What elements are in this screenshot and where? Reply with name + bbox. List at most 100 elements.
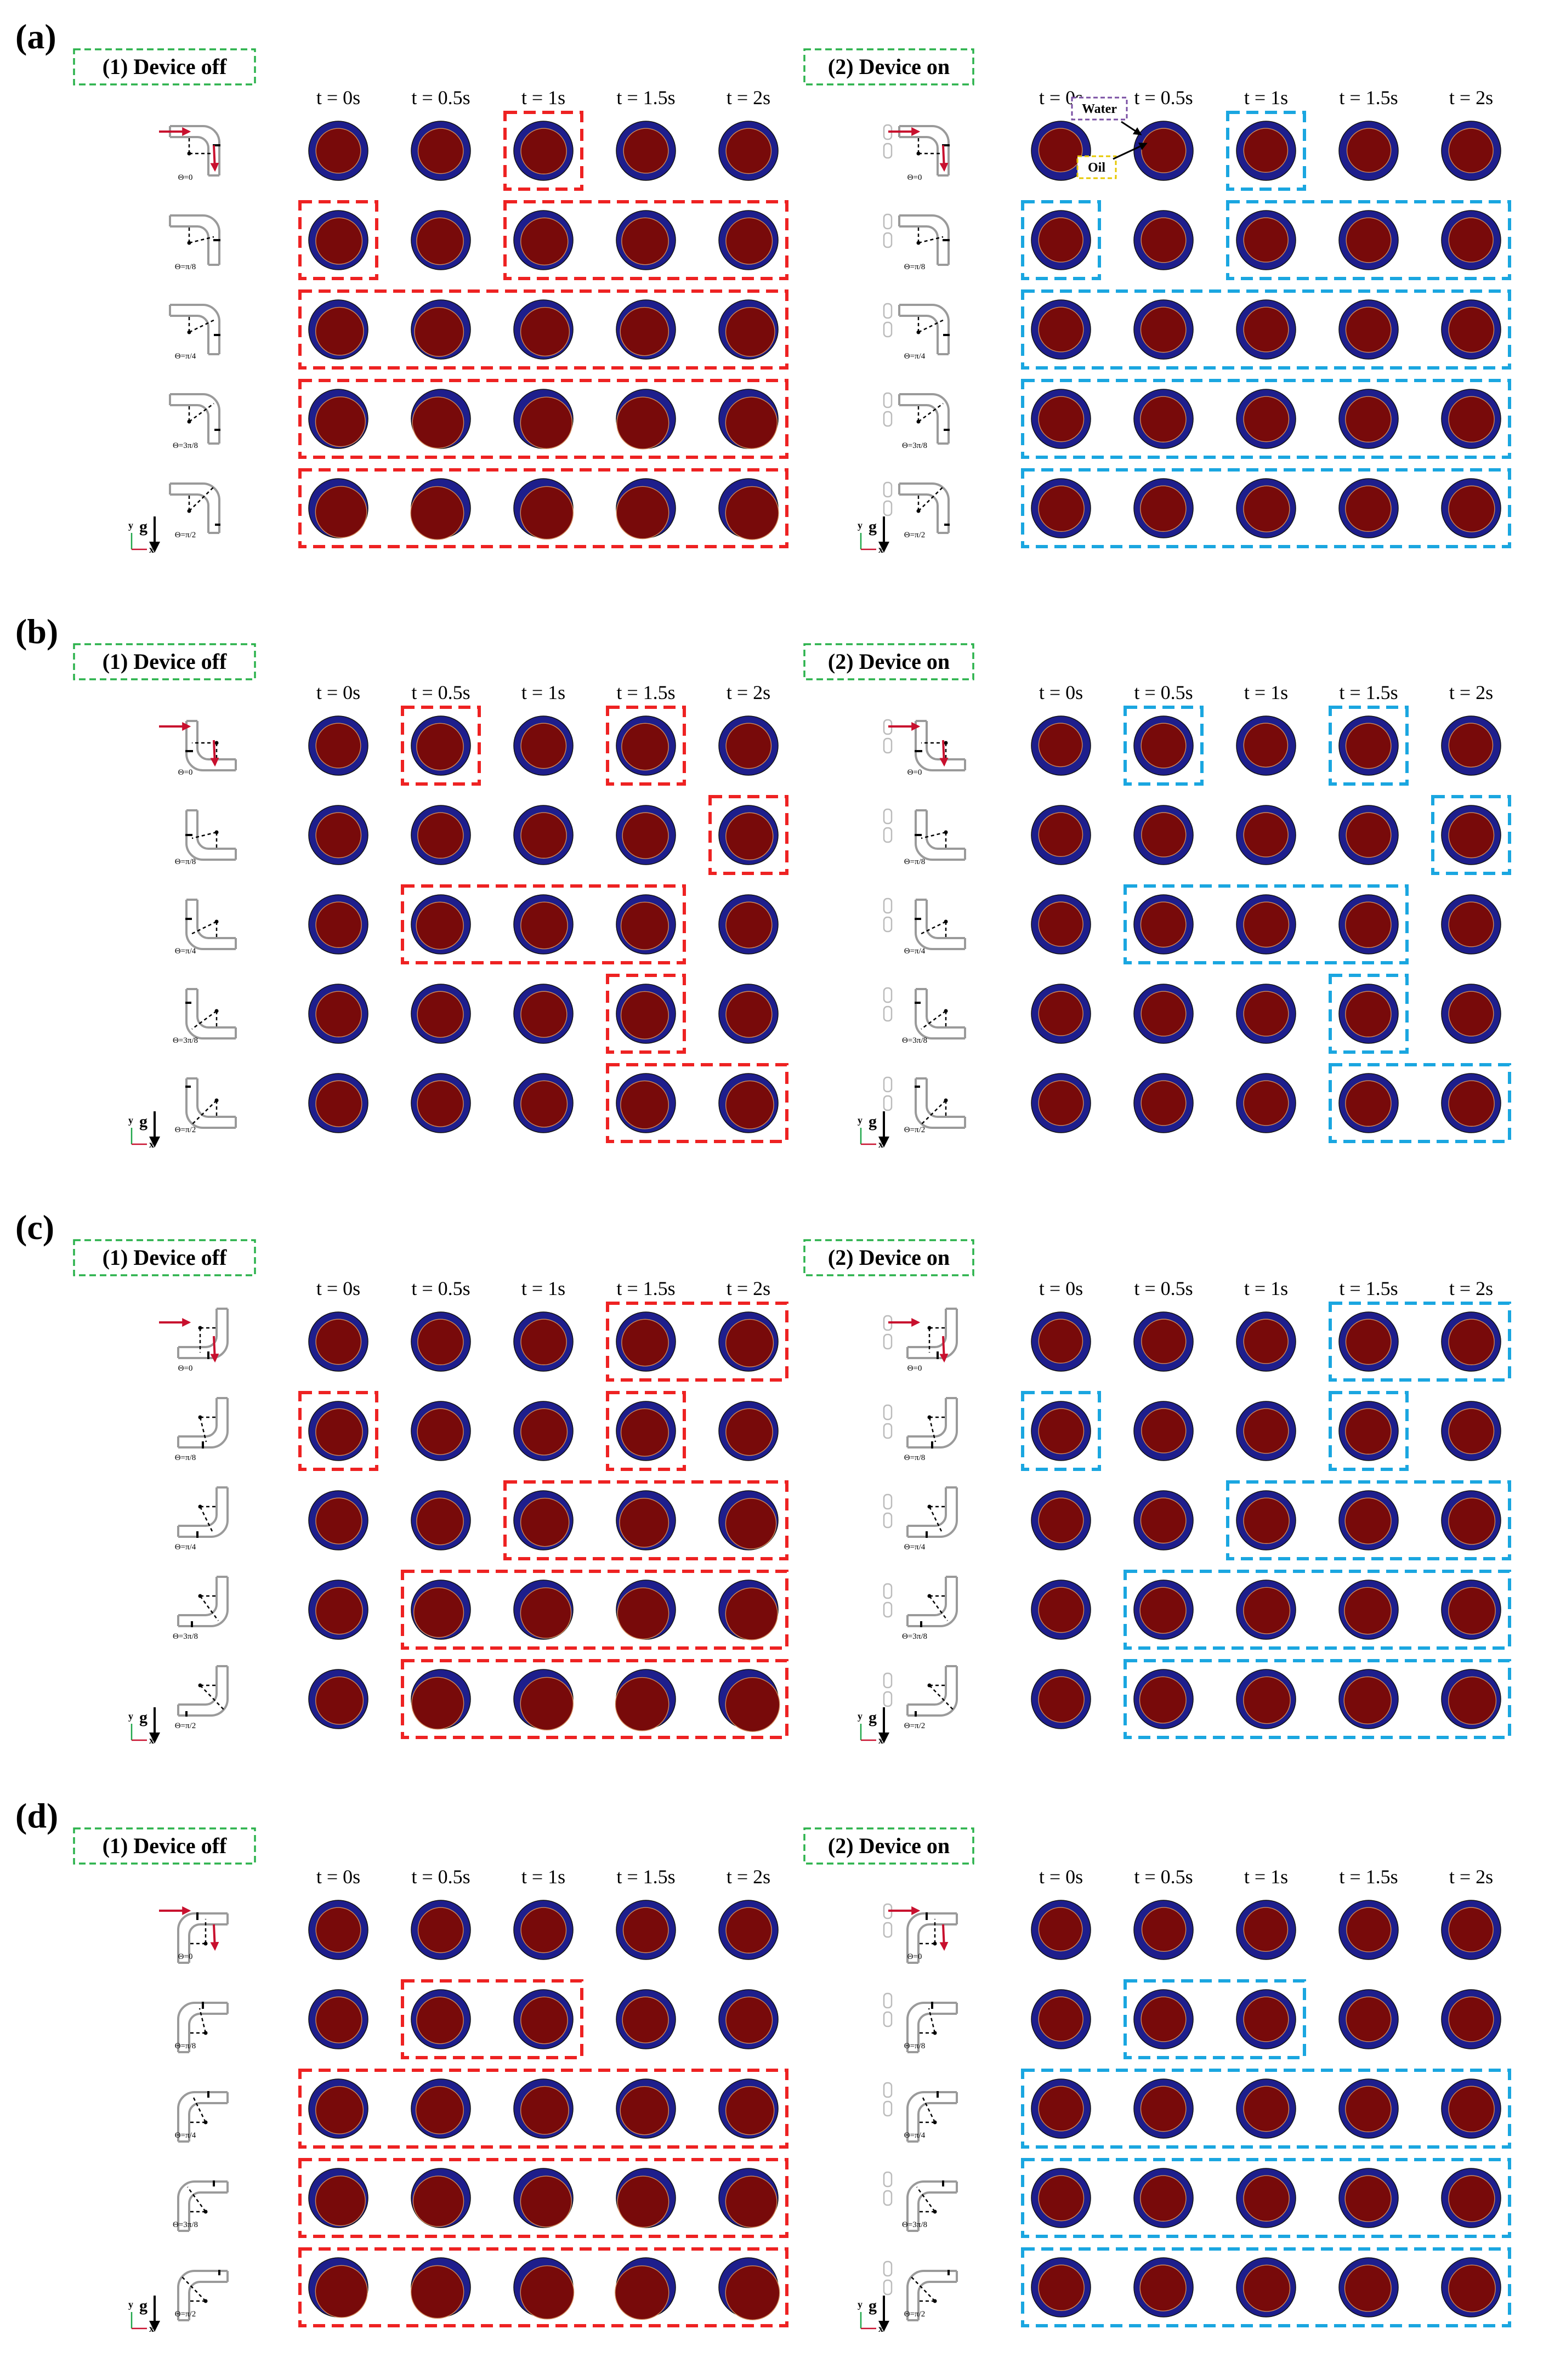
phase-cross-section [718, 389, 779, 449]
phase-cross-section [616, 805, 676, 865]
time-header: t = 0.5s [411, 1866, 470, 1888]
time-header: t = 0s [1039, 681, 1083, 703]
highlight-box [503, 111, 583, 191]
phase-cross-section [411, 1490, 471, 1550]
phase-cross-section [1236, 389, 1296, 449]
bend-icon: Θ=3π/8 [173, 2180, 229, 2232]
bend-icon: Θ=3π/8 [883, 1576, 958, 1641]
phase-cross-section [513, 210, 574, 270]
bend-icon: Θ=0 [883, 1903, 958, 1964]
phase-cross-section [1236, 2257, 1296, 2317]
highlight-box [1021, 1391, 1101, 1471]
phase-cross-section [513, 1580, 574, 1640]
highlight-box [401, 1570, 788, 1650]
phase-cross-section [1441, 805, 1501, 865]
phase-cross-section [1441, 715, 1501, 776]
bend-icon: Θ=0 [159, 720, 237, 777]
bend-icon: Θ=3π/8 [173, 988, 237, 1045]
phase-cross-section [616, 1580, 676, 1640]
phase-cross-section [410, 478, 471, 540]
bend-icon: Θ=π/2 [883, 481, 950, 539]
phase-cross-section [513, 1669, 574, 1731]
phase-cross-section [308, 210, 368, 270]
phase-cross-section [1133, 1490, 1194, 1550]
phase-cross-section [1031, 2168, 1091, 2228]
phase-cross-section [1236, 210, 1296, 270]
theta-label: Θ=3π/8 [902, 1632, 927, 1641]
phase-cross-section [1031, 1401, 1091, 1461]
phase-cross-section [718, 984, 779, 1044]
theta-label: Θ=0 [907, 1952, 922, 1961]
phase-cross-section [1441, 478, 1501, 538]
time-header: t = 1s [1244, 87, 1288, 109]
phase-cross-section [616, 1401, 676, 1461]
phase-cross-section [718, 478, 779, 540]
theta-label: Θ=π/8 [175, 857, 196, 866]
phase-cross-section [1236, 478, 1296, 538]
highlight-box [1021, 200, 1101, 280]
phase-cross-section [1031, 2257, 1091, 2317]
oil-annotation: Oil [1088, 161, 1105, 175]
phase-cross-section [616, 389, 676, 450]
phase-cross-section [308, 389, 368, 449]
phase-cross-section [718, 299, 779, 360]
phase-cross-section [1031, 805, 1091, 865]
time-header: t = 1s [1244, 1866, 1288, 1888]
bend-icon: Θ=π/8 [175, 809, 237, 866]
bend-icon: Θ=π/4 [883, 2082, 958, 2143]
phase-cross-section [1338, 2078, 1399, 2139]
highlight-box [503, 200, 788, 280]
phase-cross-section [718, 1580, 779, 1640]
svg-text:y: y [858, 1711, 863, 1722]
bend-icon: Θ=π/2 [883, 1076, 966, 1134]
phase-cross-section [513, 1401, 574, 1461]
phase-cross-section [513, 478, 574, 540]
phase-cross-section [718, 121, 779, 181]
phase-cross-section [1031, 389, 1091, 449]
phase-cross-section [411, 1401, 471, 1461]
phase-cross-section [718, 894, 779, 955]
bend-icon: Θ=π/2 [169, 482, 220, 539]
svg-text:g: g [139, 1708, 147, 1726]
theta-label: Θ=π/2 [904, 1126, 926, 1134]
phase-cross-section [718, 1900, 779, 1960]
phase-cross-section [1338, 1989, 1399, 2049]
theta-label: Θ=0 [907, 173, 922, 182]
phase-cross-section [1338, 478, 1399, 538]
phase-cross-section [1338, 894, 1399, 955]
phase-cross-section [616, 1073, 676, 1133]
time-header: t = 1.5s [616, 87, 675, 109]
highlight-box [708, 795, 788, 875]
bend-icon: Θ=π/8 [175, 2002, 229, 2053]
device-label-box [73, 48, 256, 86]
time-header: t = 0.5s [411, 1277, 470, 1299]
phase-cross-section [1236, 299, 1296, 360]
phase-cross-section [1236, 1490, 1296, 1550]
phase-cross-section [513, 299, 574, 360]
phase-cross-section [616, 299, 676, 360]
time-header: t = 2s [1449, 1866, 1493, 1888]
phase-cross-section [513, 2168, 574, 2228]
bend-icon: Θ=π/8 [883, 808, 966, 866]
svg-text:y: y [128, 2299, 133, 2310]
axis-gravity-icon: yxg [858, 1707, 889, 1746]
axis-gravity-icon: yxg [128, 2296, 160, 2334]
time-header: t = 1s [1244, 681, 1288, 703]
highlight-box [1124, 1659, 1511, 1739]
theta-label: Θ=π/2 [175, 1722, 196, 1730]
theta-label: Θ=π/4 [175, 2131, 196, 2140]
device-label: (1) Device off [103, 1245, 227, 1270]
phase-cross-section [1031, 1490, 1091, 1550]
bend-icon: Θ=π/4 [175, 2091, 229, 2143]
phase-cross-section [718, 805, 779, 865]
phase-cross-section [1031, 210, 1091, 270]
bend-icon: Θ=π/4 [175, 1486, 229, 1552]
device-label: (2) Device on [828, 649, 950, 674]
phase-cross-section [308, 805, 368, 865]
svg-text:x: x [149, 544, 154, 555]
highlight-box [298, 379, 788, 459]
time-header: t = 0s [316, 1866, 360, 1888]
